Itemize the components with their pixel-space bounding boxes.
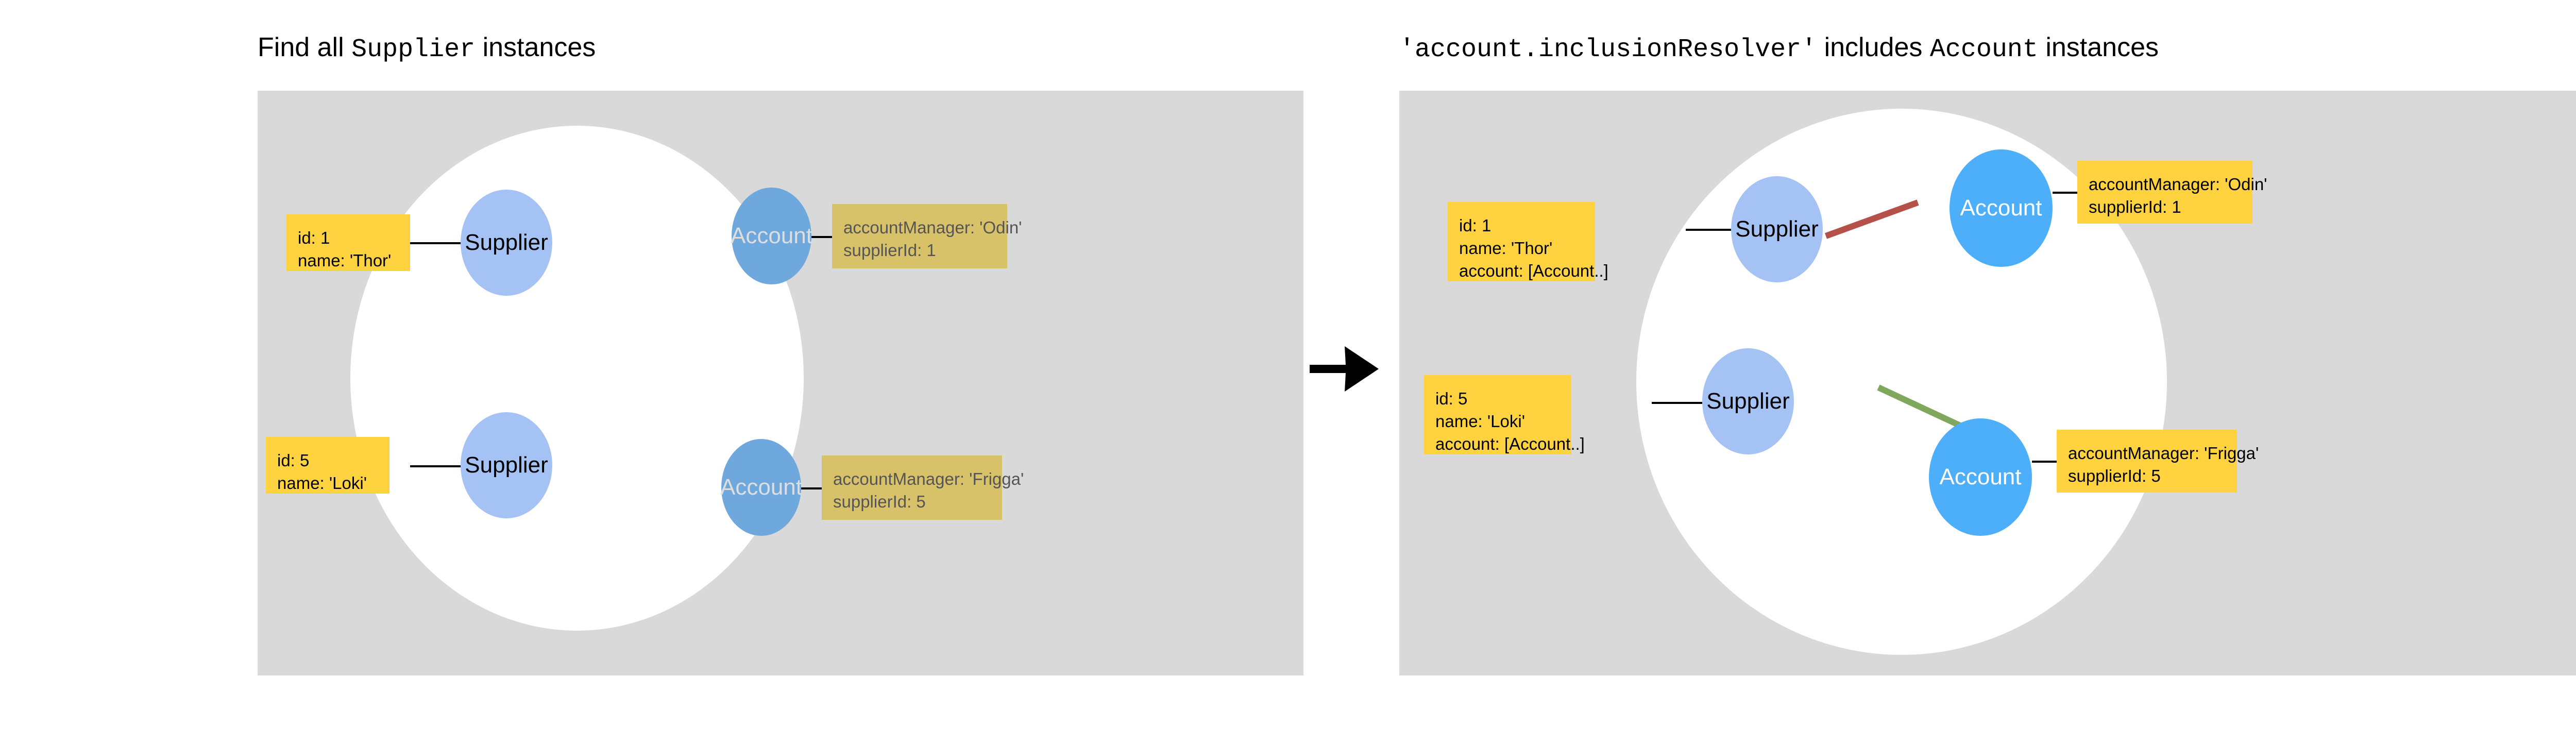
right-panel: Supplier Supplier Account Account id: 1 …	[1399, 91, 2576, 675]
supplier-2-name: name: 'Loki'	[277, 474, 367, 493]
supplier-1-id: id: 1	[298, 228, 330, 247]
link-right-supplier-box-1	[1686, 229, 1731, 231]
supplier-1-name: name: 'Thor'	[298, 251, 392, 270]
link-account-box-1	[811, 236, 832, 238]
right-account-attr-box-1: accountManager: 'Odin' supplierId: 1	[2077, 161, 2267, 224]
left-title-prefix: Find all	[258, 32, 352, 62]
right-account-1-manager: accountManager: 'Odin'	[2089, 175, 2267, 194]
right-supplier-2-account: account: [Account..]	[1435, 434, 1585, 454]
left-title-suffix: instances	[475, 32, 596, 62]
right-account-2-supplier-id: supplierId: 5	[2068, 466, 2161, 486]
right-supplier-1-name: name: 'Thor'	[1459, 239, 1553, 258]
node-right-supplier-2[interactable]: Supplier	[1702, 348, 1794, 454]
node-right-account-1[interactable]: Account	[1950, 149, 2053, 267]
account-1-supplier-id: supplierId: 1	[843, 241, 936, 260]
account-2-supplier-id: supplierId: 5	[833, 492, 926, 512]
node-supplier-2-label: Supplier	[465, 452, 548, 478]
right-supplier-attr-box-2: id: 5 name: 'Loki' account: [Account..]	[1424, 375, 1585, 454]
link-right-account-box-2	[2032, 461, 2057, 463]
link-supplier-box-2	[410, 465, 462, 467]
left-panel: Supplier Supplier Account Account id: 1 …	[258, 91, 1303, 675]
right-title-code: 'account.inclusionResolver'	[1399, 35, 1817, 64]
node-account-1-label: Account	[731, 223, 812, 248]
right-supplier-2-id: id: 5	[1435, 389, 1468, 408]
account-attr-box-2: accountManager: 'Frigga' supplierId: 5	[822, 455, 1024, 520]
node-right-supplier-1-label: Supplier	[1735, 216, 1819, 242]
node-right-supplier-2-label: Supplier	[1706, 388, 1790, 414]
account-1-manager: accountManager: 'Odin'	[843, 218, 1022, 237]
right-title-code-2: Account	[1929, 35, 2038, 64]
supplier-2-id: id: 5	[277, 451, 310, 470]
node-right-supplier-1[interactable]: Supplier	[1731, 176, 1823, 282]
node-right-account-2[interactable]: Account	[1929, 418, 2032, 536]
node-account-2-label: Account	[720, 475, 802, 500]
node-account-2[interactable]: Account	[720, 439, 802, 536]
node-supplier-1-label: Supplier	[465, 230, 548, 255]
right-account-2-manager: accountManager: 'Frigga'	[2068, 444, 2259, 463]
right-supplier-1-id: id: 1	[1459, 216, 1492, 235]
left-title-code: Supplier	[351, 35, 476, 64]
link-right-supplier-box-2	[1652, 402, 1702, 404]
node-supplier-2[interactable]: Supplier	[461, 412, 552, 518]
supplier-attr-box-2: id: 5 name: 'Loki'	[266, 437, 389, 494]
right-title-suffix: instances	[2038, 32, 2159, 62]
right-supplier-attr-box-1: id: 1 name: 'Thor' account: [Account..]	[1448, 202, 1608, 281]
right-account-attr-box-2: accountManager: 'Frigga' supplierId: 5	[2057, 430, 2259, 493]
supplier-attr-box-1: id: 1 name: 'Thor'	[286, 214, 410, 271]
account-attr-box-1: accountManager: 'Odin' supplierId: 1	[832, 204, 1022, 268]
node-account-1[interactable]: Account	[731, 188, 812, 284]
node-right-account-2-label: Account	[1939, 464, 2022, 489]
link-account-box-2	[801, 487, 822, 489]
right-supplier-2-name: name: 'Loki'	[1435, 412, 1526, 431]
left-panel-title: Find all Supplier instances	[258, 34, 596, 63]
right-arrow-icon	[1310, 346, 1379, 392]
link-supplier-box-1	[410, 242, 462, 244]
right-account-1-supplier-id: supplierId: 1	[2089, 197, 2181, 217]
account-2-manager: accountManager: 'Frigga'	[833, 469, 1024, 488]
right-supplier-1-account: account: [Account..]	[1459, 261, 1608, 281]
link-right-account-box-1	[2053, 192, 2077, 194]
node-supplier-1[interactable]: Supplier	[461, 190, 552, 296]
supplier-group-ellipse	[350, 126, 804, 631]
node-right-account-1-label: Account	[1960, 195, 2042, 221]
right-title-mid: includes	[1817, 32, 1930, 62]
right-panel-title: 'account.inclusionResolver' includes Acc…	[1399, 34, 2159, 63]
